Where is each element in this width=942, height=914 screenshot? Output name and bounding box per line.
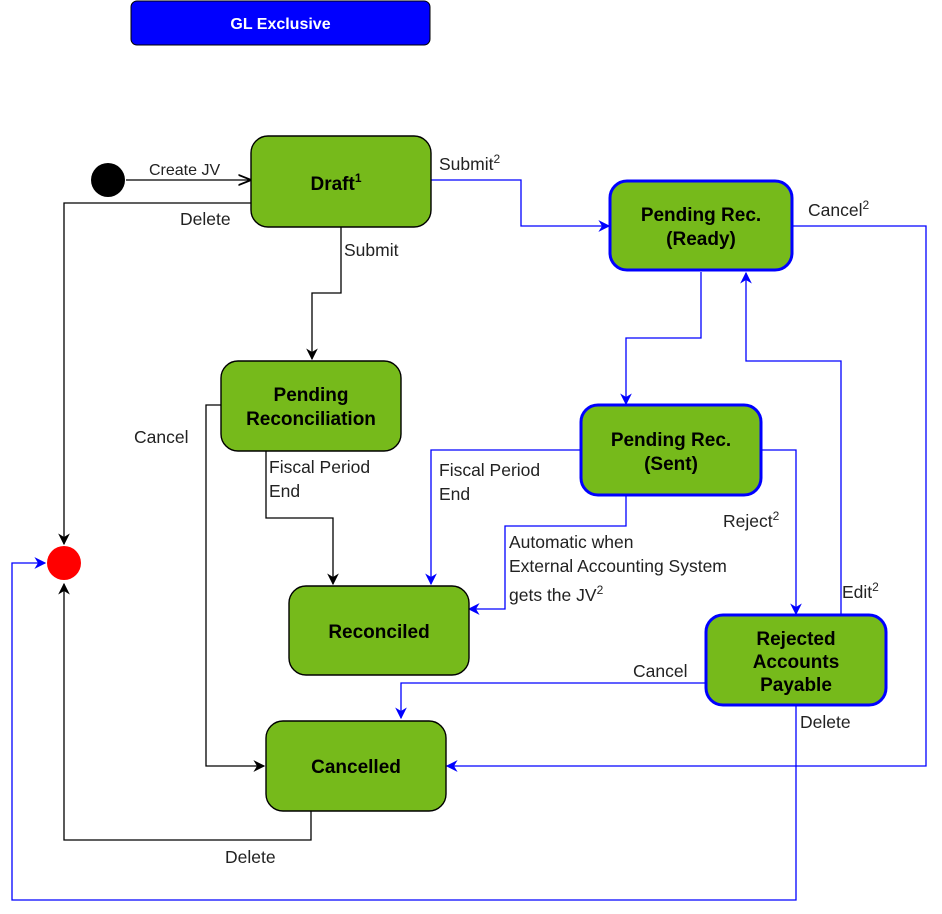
label-rejected-delete: Delete [800, 712, 851, 732]
state-pending-ready-line1: Pending Rec. [641, 205, 761, 226]
edge-cancelled-delete [58, 582, 312, 841]
edge-sent-reject [761, 449, 802, 616]
edge-rejected-edit [740, 271, 842, 614]
edge-sent-automatic [467, 496, 627, 615]
state-pending-ready-line2: (Ready) [666, 229, 736, 250]
state-cancelled: Cancelled [265, 720, 447, 812]
label-draft-delete: Delete [180, 209, 231, 229]
svg-text:Reject2: Reject2 [723, 509, 780, 531]
label-rejected-edit-sup: 2 [872, 580, 879, 594]
svg-text:Draft1: Draft1 [310, 171, 361, 195]
label-ready-cancel: Cancel [808, 200, 862, 220]
edge-pending-fiscal [265, 451, 339, 586]
state-cancelled-label: Cancelled [311, 757, 401, 778]
label-sent-auto-1: Automatic when [509, 532, 634, 552]
state-pending-sent: Pending Rec. (Sent) [579, 403, 763, 497]
state-pending-ready: Pending Rec. (Ready) [608, 179, 794, 272]
state-rejected-line1: Rejected [756, 629, 835, 650]
edge-rejected-delete [11, 557, 797, 901]
label-sent-fiscal-1: Fiscal Period [439, 460, 540, 480]
final-state-dot [47, 546, 81, 580]
state-reconciled-label: Reconciled [328, 622, 429, 643]
state-reconciled: Reconciled [288, 585, 470, 676]
label-ready-cancel-sup: 2 [862, 198, 869, 212]
edge-pending-cancel [205, 404, 266, 772]
edge-rejected-cancel [395, 682, 706, 720]
edge-draft-submit-gl [430, 179, 611, 232]
state-rejected-line3: Payable [760, 675, 832, 696]
edge-draft-submit [306, 227, 342, 361]
state-draft-sup: 1 [355, 171, 362, 185]
state-pending-reconciliation-line1: Pending [274, 385, 349, 406]
initial-state-dot [91, 163, 125, 197]
label-cancelled-delete: Delete [225, 847, 276, 867]
label-draft-submit-gl: Submit [439, 154, 494, 174]
label-sent-reject-sup: 2 [773, 509, 780, 523]
label-rejected-edit: Edit [842, 582, 872, 602]
label-sent-auto-sup: 2 [597, 583, 604, 597]
state-pending-sent-line1: Pending Rec. [611, 430, 731, 451]
label-sent-reject: Reject [723, 511, 773, 531]
label-pending-fiscal-2: End [269, 481, 300, 501]
edge-sent-fiscal [425, 449, 581, 586]
edge-ready-cancel [445, 225, 927, 772]
state-pending-reconciliation-line2: Reconciliation [246, 409, 376, 430]
edge-draft-delete [58, 202, 251, 546]
svg-text:gets the JV2: gets the JV2 [509, 583, 604, 605]
svg-text:Cancel2: Cancel2 [808, 198, 869, 220]
label-sent-fiscal-2: End [439, 484, 470, 504]
label-rejected-cancel: Cancel [633, 661, 687, 681]
state-draft: Draft1 [250, 135, 432, 228]
label-sent-auto-2: External Accounting System [509, 556, 727, 576]
label-draft-submit: Submit [344, 240, 399, 260]
gl-exclusive-label: GL Exclusive [230, 16, 330, 33]
svg-text:Edit2: Edit2 [842, 580, 879, 602]
state-pending-sent-line2: (Sent) [644, 454, 698, 475]
state-rejected-accounts-payable: Rejected Accounts Payable [704, 613, 888, 707]
state-draft-label: Draft [310, 174, 355, 195]
label-draft-submit-gl-sup: 2 [493, 152, 500, 166]
label-sent-auto-3: gets the JV [509, 585, 597, 605]
svg-text:Submit2: Submit2 [439, 152, 500, 174]
state-pending-reconciliation: Pending Reconciliation [220, 360, 402, 452]
label-create-jv: Create JV [149, 162, 220, 179]
gl-exclusive-legend: GL Exclusive [130, 0, 431, 46]
edge-ready-to-sent [620, 272, 702, 406]
label-pending-fiscal-1: Fiscal Period [269, 457, 370, 477]
state-rejected-line2: Accounts [753, 652, 840, 673]
label-pending-cancel: Cancel [134, 427, 188, 447]
